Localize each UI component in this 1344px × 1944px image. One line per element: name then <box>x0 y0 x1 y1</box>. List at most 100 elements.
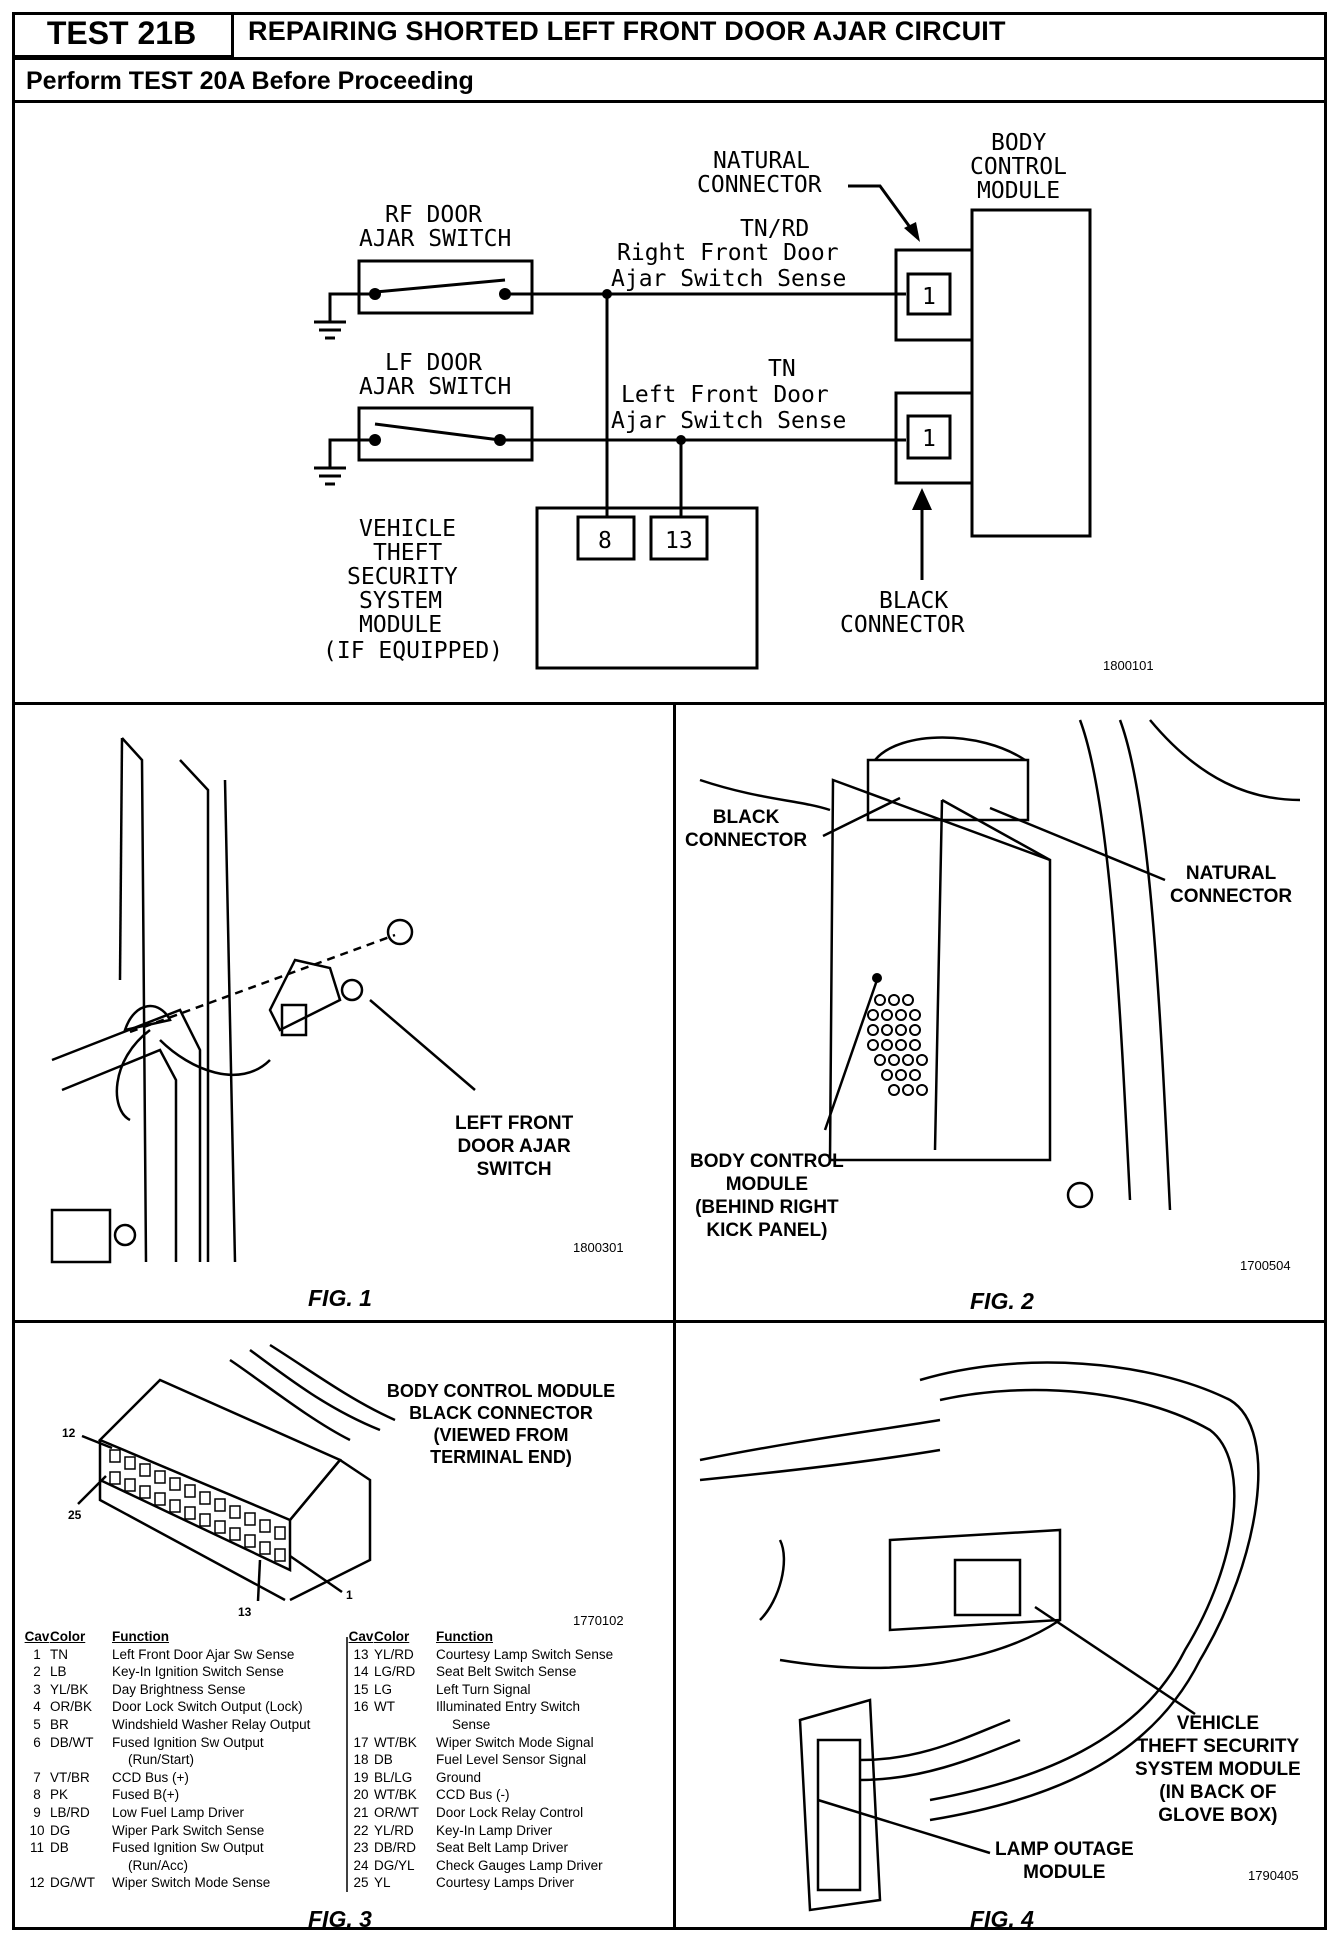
leader-line <box>289 1554 343 1594</box>
pin-number: 8 <box>598 528 612 554</box>
cavity-cell: 2 <box>33 1664 41 1680</box>
color-cell: DB <box>50 1840 69 1856</box>
splice <box>602 289 612 299</box>
function-cell: Door Lock Relay Control <box>436 1804 584 1820</box>
leader-line <box>256 1559 262 1602</box>
install-line <box>129 933 396 1034</box>
vtss-label: SYSTEM <box>359 588 442 614</box>
cavity-cell: 21 <box>353 1804 369 1820</box>
natural-connector-label: NATURAL <box>713 148 810 174</box>
function-cell: Left Front Door Ajar Sw Sense <box>112 1646 295 1662</box>
page-subtitle: Perform TEST 20A Before Proceeding <box>26 67 474 95</box>
cavity-cell: 7 <box>33 1769 41 1785</box>
figure-code: 1800101 <box>1103 658 1154 673</box>
cavity-cell: 22 <box>353 1822 369 1838</box>
function-cell: Wiper Park Switch Sense <box>112 1822 265 1838</box>
fig4-callout-line: (IN BACK OF <box>1159 1782 1277 1803</box>
fig2-callout-line: CONNECTOR <box>685 830 808 851</box>
function-cell: Fuel Level Sensor Signal <box>436 1752 587 1768</box>
fig3-caption: FIG. 3 <box>308 1906 372 1932</box>
table-row: (Run/Start) <box>24 1751 353 1769</box>
cavity-cell: 5 <box>33 1716 41 1732</box>
fig2-callout-line: (BEHIND RIGHT <box>695 1197 839 1218</box>
divider <box>12 100 1327 103</box>
function-cell: Left Turn Signal <box>436 1681 531 1697</box>
black-connector-label: CONNECTOR <box>840 612 965 638</box>
function-cell: Windshield Washer Relay Output <box>112 1716 311 1732</box>
cavity-cell: 17 <box>353 1734 369 1750</box>
color-cell <box>374 1716 436 1734</box>
rf-contact <box>369 288 381 300</box>
color-cell: WT/BK <box>374 1787 417 1803</box>
dash-edge <box>1149 719 1301 802</box>
color-cell: WT/BK <box>374 1734 417 1750</box>
function-cell: Wiper Switch Mode Signal <box>436 1734 594 1750</box>
sill <box>51 1008 202 1262</box>
wire <box>115 1029 151 1122</box>
switch-bracket <box>268 958 342 1032</box>
fig2-caption: FIG. 2 <box>970 1288 1034 1314</box>
cavity-cell: 4 <box>33 1699 41 1715</box>
test-id: TEST 21B <box>12 12 234 58</box>
cavity-cell: 19 <box>353 1769 369 1785</box>
function-cell: Fused Ignition Sw Output <box>112 1840 264 1856</box>
lf-contact <box>494 434 506 446</box>
header-divider <box>12 57 1327 60</box>
color-cell: LB <box>50 1664 67 1680</box>
cavity-cell: 14 <box>353 1664 369 1680</box>
pin-number: 1 <box>922 426 936 452</box>
pillar <box>223 779 237 1263</box>
harness <box>919 1361 1260 1822</box>
color-cell: LB/RD <box>50 1804 90 1820</box>
natural-arrowhead <box>904 222 920 242</box>
cavity-cell <box>24 1751 50 1769</box>
fig4-illustration <box>699 1361 1260 1912</box>
leader-dot <box>872 973 882 983</box>
schematic-labels: RF DOOR AJAR SWITCH LF DOOR AJAR SWITCH … <box>323 130 1067 664</box>
rf-ground-wire <box>328 292 375 322</box>
rf-switch-arm <box>374 278 506 294</box>
table-row: Sense <box>348 1716 677 1734</box>
divider <box>673 702 676 1930</box>
vtss-label: MODULE <box>359 612 442 638</box>
fig2-callout-line: KICK PANEL) <box>706 1220 828 1241</box>
function-cell: Day Brightness Sense <box>112 1681 246 1697</box>
figure-code: 1790405 <box>1248 1868 1299 1883</box>
sill-bolt <box>113 1223 137 1247</box>
cavity-cell <box>24 1857 50 1875</box>
table-header: Color <box>374 1629 410 1644</box>
color-cell: BL/LG <box>374 1769 413 1785</box>
rf-contact <box>499 288 511 300</box>
color-cell: DG/YL <box>374 1857 415 1873</box>
fig3-title-line: BODY CONTROL MODULE <box>386 1381 616 1401</box>
ground-symbols <box>314 320 346 486</box>
fig3-cavities <box>109 1449 286 1562</box>
function-cell: Key-In Ignition Switch Sense <box>112 1664 284 1680</box>
wires <box>229 1343 396 1442</box>
table-row: 2 LB Key-In Ignition Switch Sense <box>24 1663 353 1681</box>
cavity-cell: 20 <box>353 1787 369 1803</box>
color-cell: TN <box>50 1646 68 1662</box>
color-cell: VT/BR <box>50 1769 90 1785</box>
function-cell: Check Gauges Lamp Driver <box>436 1857 603 1873</box>
fig2-vent-holes <box>867 994 928 1096</box>
color-cell: DG <box>50 1822 71 1838</box>
function-cell: Key-In Lamp Driver <box>436 1822 553 1838</box>
harness <box>699 1418 941 1462</box>
function-cell: Seat Belt Switch Sense <box>436 1664 577 1680</box>
function-cell: Door Lock Switch Output (Lock) <box>112 1699 303 1715</box>
fig3-title-line: (VIEWED FROM <box>433 1425 569 1445</box>
leader-line <box>1034 1605 1196 1716</box>
bcm-box <box>970 208 1092 538</box>
